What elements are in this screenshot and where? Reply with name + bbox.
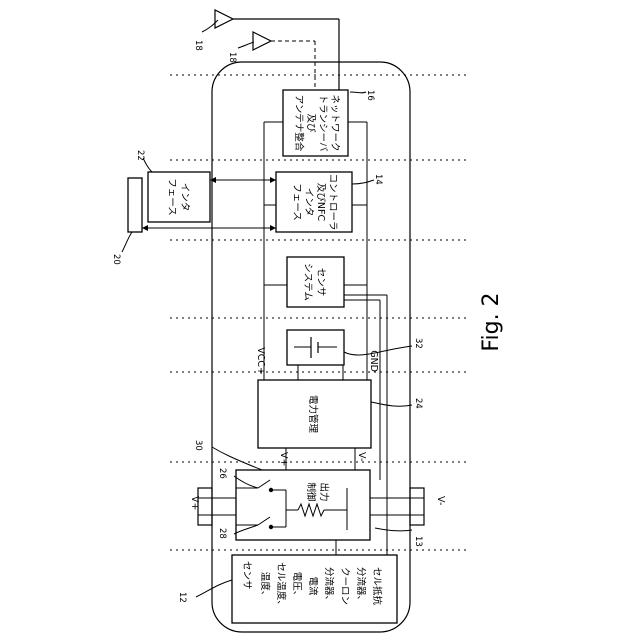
- svg-text:システム: システム: [302, 263, 313, 301]
- v-minus-inner: V-: [356, 452, 367, 461]
- ref-13: 13: [413, 536, 423, 547]
- svg-text:クーロン: クーロン: [339, 567, 350, 605]
- svg-text:センサ: センサ: [241, 561, 252, 590]
- sensor-item-1: セル温度、: [275, 562, 287, 610]
- ref-16: 16: [365, 90, 375, 101]
- svg-text:センサ: センサ: [315, 268, 326, 297]
- svg-text:フェース: フェース: [166, 178, 177, 216]
- ref-12: 12: [177, 592, 187, 603]
- ref-18-bottom: 18: [227, 52, 237, 63]
- interface-block-22: [148, 172, 210, 222]
- sensor-item-4: 分流器、: [323, 567, 335, 605]
- external-device-20: [128, 178, 142, 232]
- svg-text:セル温度、: セル温度、: [275, 562, 287, 610]
- svg-text:コントローラ: コントローラ: [327, 173, 338, 230]
- svg-text:V+: V+: [278, 452, 289, 466]
- svg-text:及び: 及び: [305, 113, 316, 133]
- svg-text:分流器、: 分流器、: [355, 567, 367, 605]
- sensor-item-5: クーロン: [339, 567, 350, 605]
- power-to-output-wiring: [286, 448, 355, 470]
- sensor-item-7: セル抵抗: [371, 567, 383, 606]
- terminal-v-plus-label: V+: [189, 496, 200, 510]
- sensor-block-label: センサ: [241, 561, 252, 590]
- terminal-v-minus: [370, 488, 424, 525]
- output-control-block: [236, 470, 370, 540]
- ref-26: 26: [217, 468, 227, 479]
- svg-text:フェース: フェース: [291, 183, 302, 221]
- v-plus-inner: V+: [278, 452, 289, 466]
- svg-text:セル抵抗: セル抵抗: [371, 567, 383, 606]
- ref-18-top: 18: [193, 40, 203, 51]
- antenna-18-bottom: [253, 32, 315, 90]
- ref-20: 20: [111, 254, 121, 265]
- sensor-item-0: 温度、: [259, 572, 271, 601]
- svg-text:インタ: インタ: [179, 183, 190, 212]
- svg-text:分流器、: 分流器、: [323, 567, 335, 605]
- antenna-18-top: [215, 10, 339, 90]
- svg-text:温度、: 温度、: [259, 572, 271, 601]
- ref-32: 32: [413, 338, 423, 349]
- ref-28: 28: [217, 528, 227, 539]
- svg-text:電流: 電流: [307, 576, 319, 596]
- figure-label: Fig. 2: [479, 292, 504, 351]
- svg-text:電圧、: 電圧、: [291, 572, 302, 601]
- ref-24: 24: [413, 398, 423, 409]
- svg-text:ネットワーク: ネットワーク: [329, 94, 340, 151]
- svg-text:出力: 出力: [318, 482, 330, 501]
- terminal-v-minus-label: V-: [435, 496, 446, 505]
- svg-text:インタ: インタ: [303, 188, 314, 217]
- sensor-item-2: 電圧、: [291, 572, 302, 601]
- svg-text:電力管理: 電力管理: [307, 395, 319, 434]
- svg-text:VCC+: VCC+: [255, 347, 266, 375]
- svg-text:及びNFC: 及びNFC: [315, 183, 326, 222]
- sensor-item-3: 電流: [307, 576, 319, 596]
- svg-text:トランシーバ: トランシーバ: [317, 95, 328, 152]
- svg-text:アンテナ整合: アンテナ整合: [293, 95, 305, 152]
- power-management-label: 電力管理: [307, 395, 319, 434]
- svg-text:V+: V+: [189, 496, 200, 510]
- ref-14: 14: [373, 174, 383, 185]
- ref-22: 22: [135, 150, 145, 161]
- vcc-label: VCC+: [255, 347, 266, 375]
- svg-text:制御: 制御: [305, 482, 317, 501]
- svg-text:V-: V-: [435, 496, 446, 505]
- sensor-item-6: 分流器、: [355, 567, 367, 605]
- svg-text:V-: V-: [356, 452, 367, 461]
- terminal-v-plus: [198, 488, 236, 525]
- ref-30: 30: [193, 440, 203, 451]
